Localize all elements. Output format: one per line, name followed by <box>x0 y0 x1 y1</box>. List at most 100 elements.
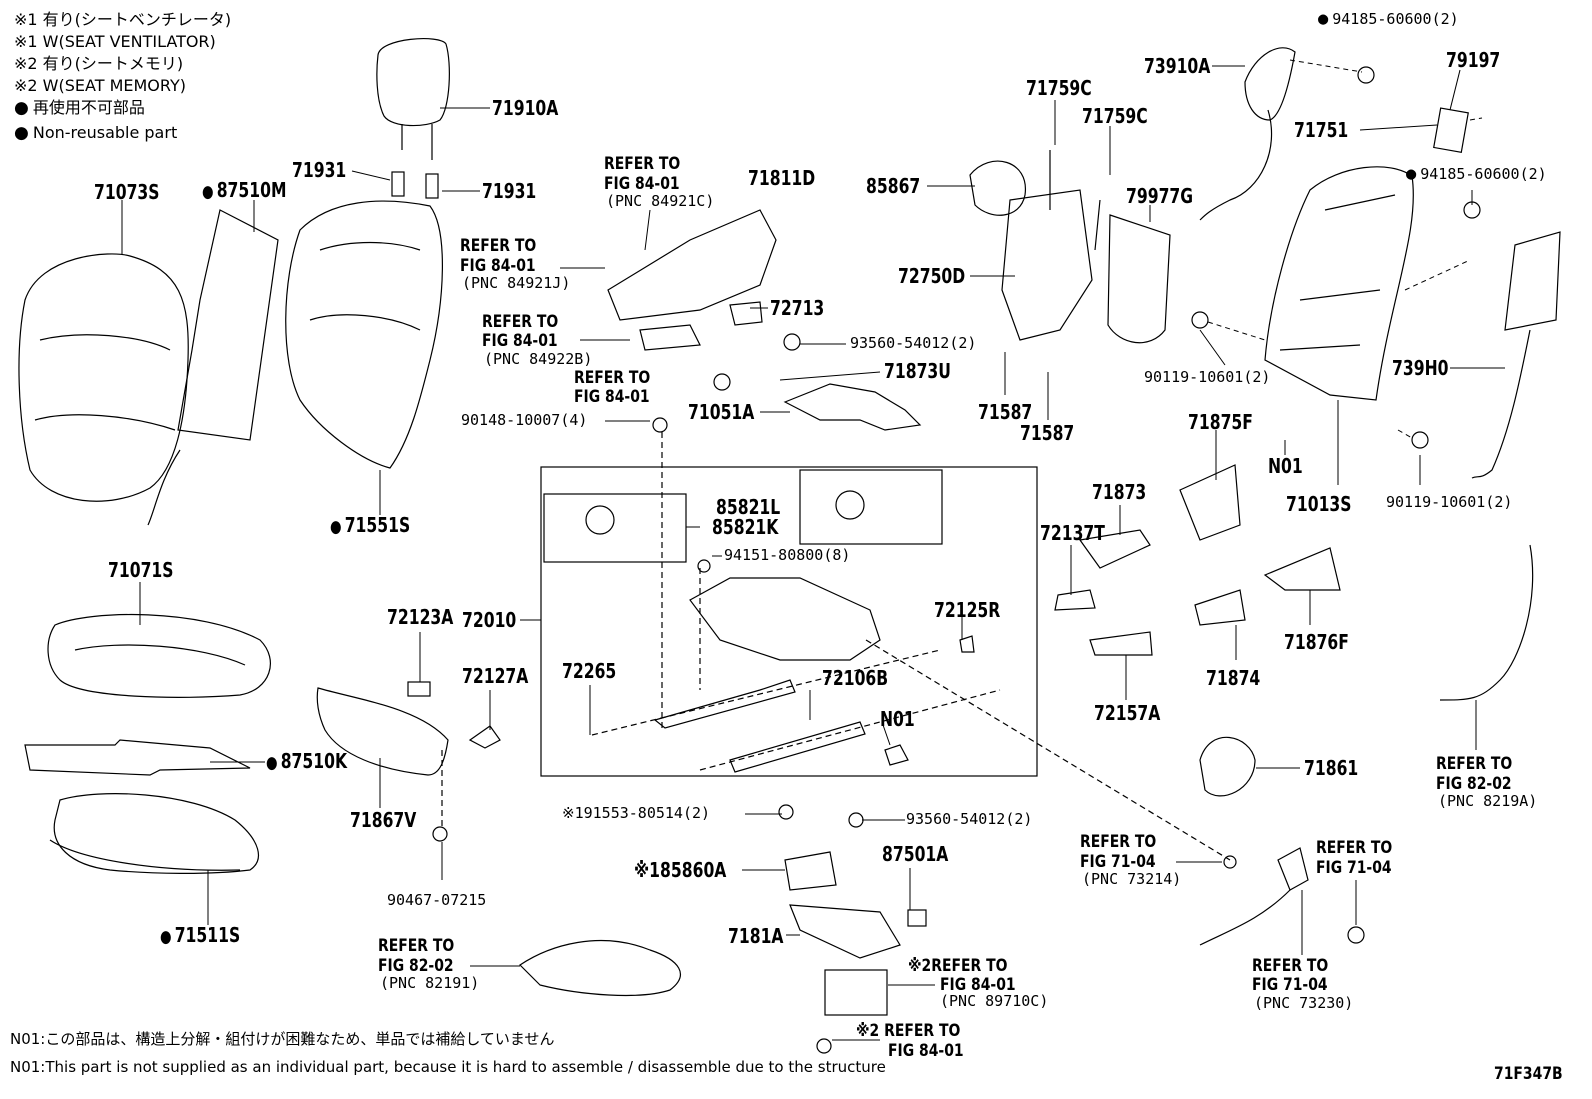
part-label: 94151-80800(8) <box>724 546 851 564</box>
refer-label: ※2REFER TO <box>908 956 1008 976</box>
refer-label: REFER TO <box>460 236 537 256</box>
part-label: 71587 <box>978 400 1033 424</box>
part-label: 93560-54012(2) <box>906 810 1033 828</box>
vent-fan-drawing <box>784 851 837 891</box>
refer-figure: FIG 84-01 <box>574 387 650 407</box>
part-label: 72125R <box>934 598 1001 622</box>
ecu-drawing <box>824 969 888 1016</box>
part-label: 90467-07215 <box>387 891 487 909</box>
refer-pnc: (PNC 82191) <box>380 974 480 992</box>
part-label: 87501A <box>882 842 949 866</box>
part-label: 71931 <box>482 179 537 203</box>
part-label: 72123A <box>387 605 454 629</box>
part-label: 79977G <box>1126 184 1194 208</box>
part-label-non-reusable: 87510M <box>202 180 287 201</box>
footnote-english: N01:This part is not supplied as an indi… <box>10 1058 886 1076</box>
part-label: 73910A <box>1144 54 1211 78</box>
side-cover-drawing <box>607 209 777 321</box>
part-label: 71751 <box>1294 118 1349 142</box>
part-label: 85867 <box>866 174 921 198</box>
refer-label: REFER TO <box>1252 956 1329 976</box>
part-label-non-reusable: 87510K <box>266 751 347 772</box>
refer-figure: FIG 71-04 <box>1252 975 1328 995</box>
refer-figure: FIG 84-01 <box>888 1041 964 1061</box>
refer-pnc: (PNC 89710C) <box>940 992 1049 1010</box>
seat-frame-drawing <box>689 577 881 661</box>
headrest-drawing <box>376 38 450 199</box>
part-label: 71910A <box>492 96 559 120</box>
seatback-frame-drawing <box>1264 166 1414 401</box>
legend-line-1: ※1 有り(シートベンチレータ) <box>14 10 232 29</box>
side-airbag-drawing <box>1244 47 1296 121</box>
illustration-code: 71F347B <box>1494 1064 1563 1084</box>
part-label-non-reusable: 94185-60600(2) <box>1406 166 1546 183</box>
part-label: 72010 <box>462 608 517 632</box>
part-label: 71071S <box>108 558 174 582</box>
part-label: 72157A <box>1094 701 1161 725</box>
part-label: 72127A <box>462 664 529 688</box>
refer-label: REFER TO <box>574 368 651 388</box>
legend-line-6: Non-reusable part <box>14 125 177 142</box>
part-label: 90148-10007(4) <box>461 411 588 429</box>
recliner-frame-drawing <box>1001 189 1093 341</box>
buckle-drawing <box>1277 847 1309 891</box>
part-label: 739H0 <box>1392 356 1449 380</box>
part-label: 71587 <box>1020 421 1075 445</box>
airbag-module-drawing <box>1504 231 1561 331</box>
refer-label: REFER TO <box>1316 838 1393 858</box>
seat-heater-drawing <box>24 739 251 776</box>
part-label: 85821K <box>712 515 779 539</box>
footnote-japanese: N01:この部品は、構造上分解・組付けが困難なため、単品では補給していません <box>10 1030 555 1048</box>
lower-bracket-drawing <box>789 904 901 959</box>
refer-figure: FIG 84-01 <box>460 256 536 276</box>
part-label: 71073S <box>94 180 160 204</box>
part-label: 71873 <box>1092 480 1147 504</box>
part-label: 71876F <box>1284 630 1349 654</box>
refer-label: REFER TO <box>604 154 681 174</box>
part-label: 7181A <box>728 924 784 948</box>
part-label: 79197 <box>1446 48 1501 72</box>
part-label: 71867V <box>350 808 417 832</box>
seatback-pad-drawing <box>285 200 443 469</box>
cover-85867-drawing <box>969 160 1026 216</box>
part-label: 71051A <box>688 400 755 424</box>
part-label-non-reusable: 71511S <box>160 925 241 946</box>
part-label: 72106B <box>822 666 889 690</box>
part-label: 71759C <box>1026 76 1092 100</box>
refer-pnc: (PNC 73214) <box>1082 870 1182 888</box>
refer-pnc: (PNC 84921J) <box>462 274 571 292</box>
harness-drawing <box>783 383 922 431</box>
seat-pad-drawing <box>53 793 259 874</box>
part-label: ※191553-80514(2) <box>562 804 711 822</box>
motor-box-left <box>543 493 687 563</box>
part-label: 90119-10601(2) <box>1144 368 1271 386</box>
right-harness-drawing <box>1439 544 1534 701</box>
part-label: 93560-54012(2) <box>850 334 977 352</box>
part-label: 72137T <box>1040 521 1105 545</box>
trim-71861-drawing <box>1199 736 1256 797</box>
refer-label: REFER TO <box>378 936 455 956</box>
refer-pnc: (PNC 84922B) <box>484 350 593 368</box>
seat-cover-drawing <box>47 613 271 698</box>
front-trim-drawing <box>316 687 449 776</box>
part-label: 71875F <box>1188 410 1253 434</box>
legend-line-2: ※1 W(SEAT VENTILATOR) <box>14 32 216 51</box>
part-label: 71861 <box>1304 756 1359 780</box>
refer-pnc: (PNC 8219A) <box>1438 792 1538 810</box>
legend-line-4: ※2 W(SEAT MEMORY) <box>14 76 186 95</box>
part-label: ※185860A <box>634 858 727 882</box>
part-label: N01 <box>1268 454 1303 478</box>
part-label: 72750D <box>898 264 966 288</box>
back-board-drawing <box>1107 214 1171 344</box>
part-label: 71931 <box>292 158 347 182</box>
refer-label: REFER TO <box>1080 832 1157 852</box>
refer-label: REFER TO <box>1436 754 1513 774</box>
part-label: 71874 <box>1206 666 1261 690</box>
refer-figure: FIG 82-02 <box>378 956 454 976</box>
refer-figure: FIG 71-04 <box>1316 858 1392 878</box>
refer-figure: FIG 84-01 <box>604 174 680 194</box>
part-label: N01 <box>880 707 915 731</box>
part-label-non-reusable: 94185-60600(2) <box>1318 11 1458 28</box>
